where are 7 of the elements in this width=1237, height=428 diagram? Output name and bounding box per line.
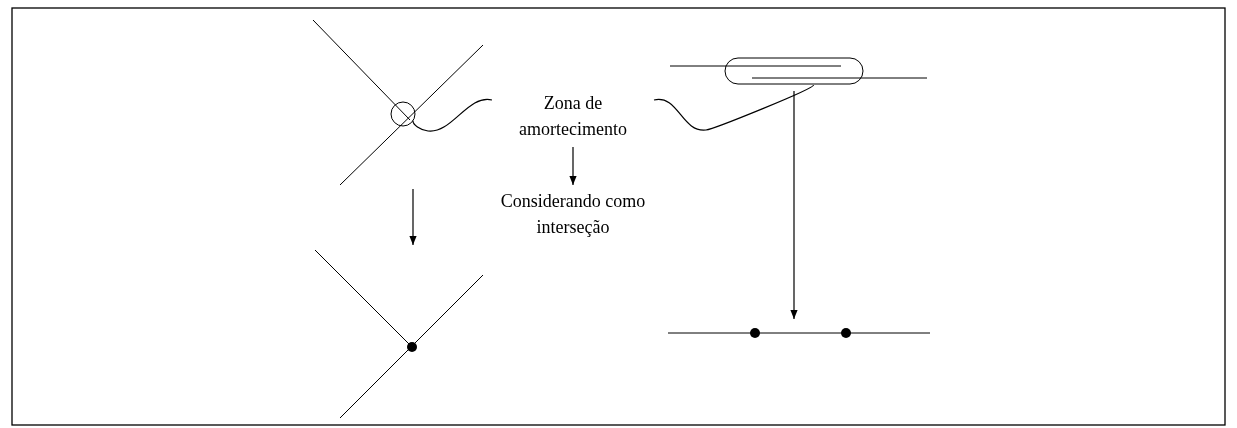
arrow (409, 188, 417, 246)
note-label: Considerando como interseção (495, 186, 651, 242)
leader-line (412, 98, 493, 132)
arrow (569, 146, 577, 186)
leader-line (653, 84, 815, 131)
arrow (790, 90, 798, 320)
zone-label: Zona de amortecimento (492, 86, 654, 146)
